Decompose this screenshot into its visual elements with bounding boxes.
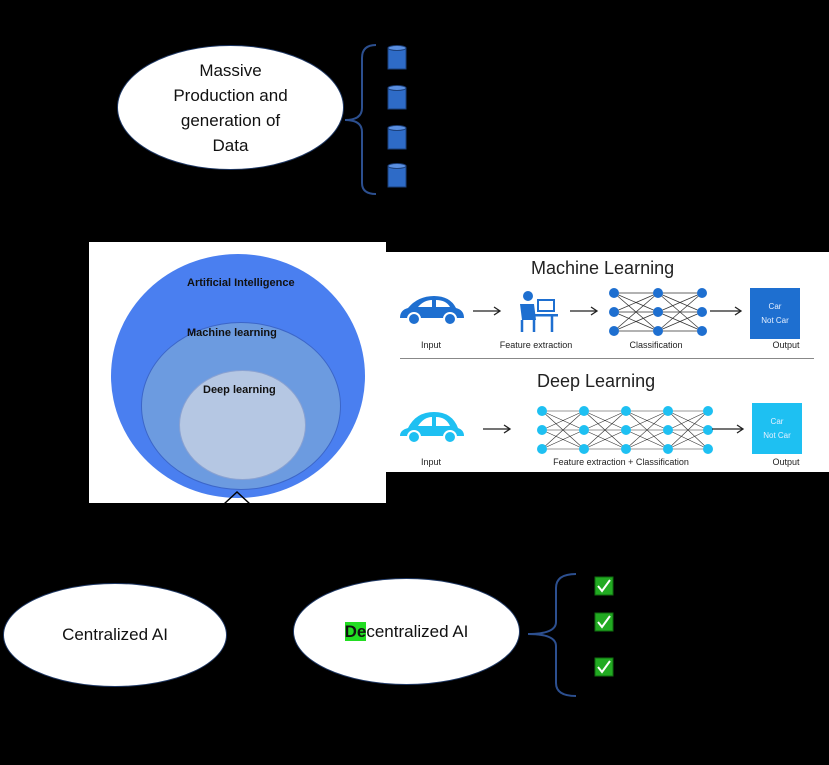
decentralized-ai-bubble: Decentralized AI	[293, 578, 520, 685]
checkmark-icon	[594, 612, 614, 632]
arrow-icon	[710, 306, 743, 316]
ml-label: Machine learning	[187, 327, 277, 339]
car-icon	[400, 296, 464, 326]
ml-vs-dl-panel: Machine Learning	[386, 252, 829, 472]
dl-title: Deep Learning	[537, 371, 656, 391]
database-icon	[387, 125, 407, 150]
ai-label: Artificial Intelligence	[187, 277, 295, 289]
dl-output-box: Car Not Car	[752, 403, 802, 454]
centralized-ai-label: Centralized AI	[62, 625, 168, 644]
checkmark-icon	[594, 657, 614, 677]
ml-output-car: Car	[768, 301, 782, 311]
ml-output-not-car: Not Car	[761, 315, 789, 325]
data-production-bubble: Massive Production and generation of Dat…	[117, 45, 344, 170]
database-icon	[387, 85, 407, 110]
venn-pointer-arrow	[223, 490, 251, 505]
person-at-desk-icon	[520, 291, 558, 332]
dl-label: Deep learning	[203, 384, 276, 396]
ml-caption-output: Output	[772, 340, 800, 350]
dl-caption-feature-classification: Feature extraction + Classification	[553, 457, 689, 467]
dl-output-car: Car	[770, 416, 784, 426]
ml-title: Machine Learning	[531, 258, 675, 278]
neural-network-icon	[537, 406, 713, 454]
dl-caption-output: Output	[772, 457, 800, 467]
data-bubble-line-3: generation of	[180, 110, 281, 130]
neural-network-icon	[609, 288, 707, 336]
dl-caption-input: Input	[420, 457, 442, 467]
arrow-icon	[473, 306, 502, 316]
section-divider	[400, 358, 814, 359]
dl-output-not-car: Not Car	[763, 430, 791, 440]
ai-venn-panel: Artificial Intelligence Machine learning…	[89, 242, 386, 503]
arrow-icon	[570, 306, 599, 316]
checkmark-icon	[594, 576, 614, 596]
centralized-ai-bubble: Centralized AI	[3, 583, 227, 687]
ml-output-box: Car Not Car	[750, 288, 800, 339]
car-icon	[400, 412, 464, 444]
data-bubble-line-1: Massive	[199, 60, 262, 80]
database-icon	[387, 163, 407, 188]
dl-circle	[179, 370, 306, 480]
data-bubble-line-4: Data	[212, 135, 249, 155]
arrow-icon	[712, 424, 745, 434]
decentralized-rest: centralized AI	[366, 621, 469, 641]
decentralized-ai-label: Decentralized AI	[344, 621, 469, 642]
ml-caption-feature: Feature extraction	[499, 340, 573, 350]
data-bubble-line-2: Production and	[173, 85, 288, 105]
database-icon	[387, 45, 407, 70]
ml-caption-classification: Classification	[629, 340, 683, 350]
ml-caption-input: Input	[420, 340, 442, 350]
arrow-icon	[483, 424, 512, 434]
decentralized-highlight: De	[344, 621, 367, 641]
